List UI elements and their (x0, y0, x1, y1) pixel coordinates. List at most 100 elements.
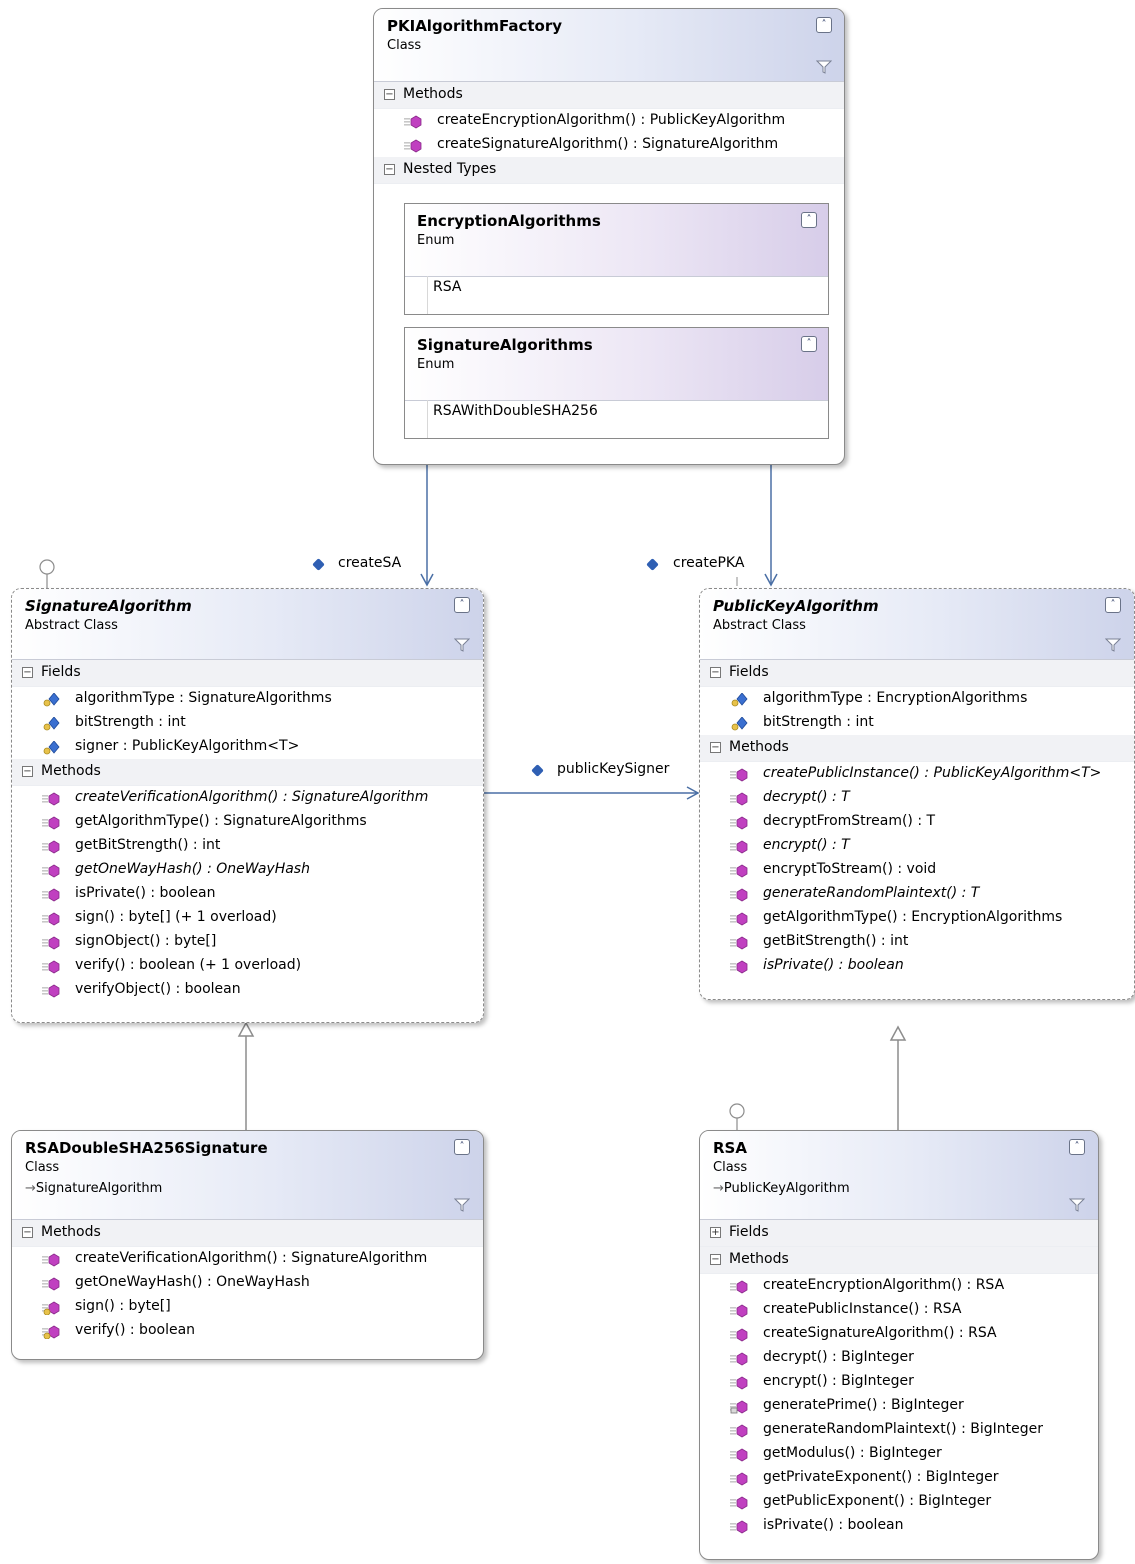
collapse-icon[interactable]: ˄ (1069, 1139, 1085, 1155)
nested-types-section-header[interactable]: − Nested Types (374, 157, 844, 184)
inherits-icon: → (713, 1181, 724, 1196)
base-class-name: PublicKeyAlgorithm (723, 1181, 850, 1196)
collapse-icon[interactable]: ˄ (801, 336, 817, 352)
create-pka-label[interactable]: createPKA (673, 555, 745, 571)
field-text: algorithmType : EncryptionAlgorithms (763, 690, 1028, 706)
public-key-signer-label[interactable]: publicKeySigner (557, 761, 670, 777)
collapse-icon[interactable]: ˄ (454, 597, 470, 613)
encryption-algorithms-enum[interactable]: EncryptionAlgorithms Enum ˄ RSA (404, 203, 829, 315)
collapse-icon[interactable]: ˄ (454, 1139, 470, 1155)
class-header: PublicKeyAlgorithm Abstract Class ˄ (700, 589, 1134, 660)
method-row[interactable]: createVerificationAlgorithm() : Signatur… (12, 1247, 483, 1271)
collapse-section-icon[interactable]: − (710, 1254, 721, 1265)
create-sa-label[interactable]: createSA (338, 555, 402, 571)
method-row[interactable]: signObject() : byte[] (12, 930, 483, 954)
filter-icon[interactable] (1105, 638, 1121, 652)
method-row[interactable]: encrypt() : BigInteger (700, 1370, 1098, 1394)
methods-section-header[interactable]: − Methods (12, 1220, 483, 1247)
filter-icon[interactable] (816, 60, 832, 74)
method-row[interactable]: createVerificationAlgorithm() : Signatur… (12, 786, 483, 810)
method-row[interactable]: generatePrime() : BigInteger (700, 1394, 1098, 1418)
method-row[interactable]: verify() : boolean (12, 1319, 483, 1343)
method-text: decrypt() : T (763, 789, 850, 805)
rsa-class[interactable]: RSA Class →PublicKeyAlgorithm ˄ + Fields… (699, 1130, 1099, 1560)
method-row[interactable]: sign() : byte[] (12, 1295, 483, 1319)
methods-section-header[interactable]: − Methods (374, 82, 844, 109)
field-icon (42, 716, 60, 731)
method-row[interactable]: getAlgorithmType() : EncryptionAlgorithm… (700, 906, 1134, 930)
method-row[interactable]: getPrivateExponent() : BigInteger (700, 1466, 1098, 1490)
base-class: →PublicKeyAlgorithm (713, 1181, 850, 1196)
methods-section-header[interactable]: − Methods (700, 735, 1134, 762)
method-icon (42, 935, 60, 950)
method-row[interactable]: generateRandomPlaintext() : T (700, 882, 1134, 906)
method-row[interactable]: decrypt() : T (700, 786, 1134, 810)
method-row[interactable]: getAlgorithmType() : SignatureAlgorithms (12, 810, 483, 834)
method-row[interactable]: generateRandomPlaintext() : BigInteger (700, 1418, 1098, 1442)
methods-section-header[interactable]: − Methods (700, 1247, 1098, 1274)
method-row[interactable]: encryptToStream() : void (700, 858, 1134, 882)
field-row[interactable]: algorithmType : EncryptionAlgorithms (700, 687, 1134, 711)
method-text: sign() : byte[] (75, 1298, 171, 1314)
method-row[interactable]: createSignatureAlgorithm() : SignatureAl… (374, 133, 844, 157)
method-row[interactable]: decrypt() : BigInteger (700, 1346, 1098, 1370)
expand-section-icon[interactable]: + (710, 1227, 721, 1238)
method-row[interactable]: getPublicExponent() : BigInteger (700, 1490, 1098, 1514)
fields-section-header[interactable]: − Fields (700, 660, 1134, 687)
nested-types-label: Nested Types (403, 161, 497, 177)
collapse-icon[interactable]: ˄ (816, 17, 832, 33)
fields-section-header[interactable]: − Fields (12, 660, 483, 687)
enum-value[interactable]: RSAWithDoubleSHA256 (427, 400, 828, 438)
filter-icon[interactable] (454, 1198, 470, 1212)
enum-name: EncryptionAlgorithms (417, 212, 601, 230)
rsa-double-sha256-signature-class[interactable]: RSADoubleSHA256Signature Class →Signatur… (11, 1130, 484, 1360)
class-stereotype: Class (25, 1160, 60, 1175)
collapse-section-icon[interactable]: − (22, 766, 33, 777)
fields-section-header[interactable]: + Fields (700, 1220, 1098, 1247)
field-row[interactable]: bitStrength : int (700, 711, 1134, 735)
methods-label: Methods (41, 1224, 101, 1240)
filter-icon[interactable] (454, 638, 470, 652)
method-row[interactable]: getBitStrength() : int (700, 930, 1134, 954)
filter-icon[interactable] (1069, 1198, 1085, 1212)
public-key-algorithm-class[interactable]: PublicKeyAlgorithm Abstract Class ˄ − Fi… (699, 588, 1135, 1000)
collapse-icon[interactable]: ˄ (801, 212, 817, 228)
field-row[interactable]: bitStrength : int (12, 711, 483, 735)
collapse-section-icon[interactable]: − (22, 667, 33, 678)
collapse-icon[interactable]: ˄ (1105, 597, 1121, 613)
method-row[interactable]: isPrivate() : boolean (12, 882, 483, 906)
method-row[interactable]: getOneWayHash() : OneWayHash (12, 1271, 483, 1295)
signature-algorithm-class[interactable]: SignatureAlgorithm Abstract Class ˄ − Fi… (11, 588, 484, 1023)
method-text: createPublicInstance() : RSA (763, 1301, 962, 1317)
method-row[interactable]: sign() : byte[] (+ 1 overload) (12, 906, 483, 930)
field-row[interactable]: algorithmType : SignatureAlgorithms (12, 687, 483, 711)
field-row[interactable]: signer : PublicKeyAlgorithm<T> (12, 735, 483, 759)
enum-header: EncryptionAlgorithms Enum ˄ (405, 204, 828, 277)
method-row[interactable]: createPublicInstance() : PublicKeyAlgori… (700, 762, 1134, 786)
collapse-section-icon[interactable]: − (384, 89, 395, 100)
method-row[interactable]: verifyObject() : boolean (12, 978, 483, 1002)
method-row[interactable]: createSignatureAlgorithm() : RSA (700, 1322, 1098, 1346)
method-row[interactable]: createEncryptionAlgorithm() : PublicKeyA… (374, 109, 844, 133)
method-row[interactable]: createPublicInstance() : RSA (700, 1298, 1098, 1322)
methods-section-header[interactable]: − Methods (12, 759, 483, 786)
collapse-section-icon[interactable]: − (710, 742, 721, 753)
enum-value[interactable]: RSA (427, 276, 828, 314)
signature-algorithms-enum[interactable]: SignatureAlgorithms Enum ˄ RSAWithDouble… (404, 327, 829, 439)
method-row[interactable]: getOneWayHash() : OneWayHash (12, 858, 483, 882)
collapse-section-icon[interactable]: − (384, 164, 395, 175)
method-row[interactable]: isPrivate() : boolean (700, 954, 1134, 978)
method-text: isPrivate() : boolean (75, 885, 216, 901)
method-row[interactable]: verify() : boolean (+ 1 overload) (12, 954, 483, 978)
pki-algorithm-factory-class[interactable]: PKIAlgorithmFactory Class ˄ − Methods cr… (373, 8, 845, 465)
method-row[interactable]: encrypt() : T (700, 834, 1134, 858)
method-icon (404, 138, 422, 153)
method-row[interactable]: isPrivate() : boolean (700, 1514, 1098, 1538)
method-row[interactable]: decryptFromStream() : T (700, 810, 1134, 834)
method-text: getAlgorithmType() : SignatureAlgorithms (75, 813, 367, 829)
method-row[interactable]: getBitStrength() : int (12, 834, 483, 858)
collapse-section-icon[interactable]: − (22, 1227, 33, 1238)
collapse-section-icon[interactable]: − (710, 667, 721, 678)
method-row[interactable]: createEncryptionAlgorithm() : RSA (700, 1274, 1098, 1298)
method-row[interactable]: getModulus() : BigInteger (700, 1442, 1098, 1466)
